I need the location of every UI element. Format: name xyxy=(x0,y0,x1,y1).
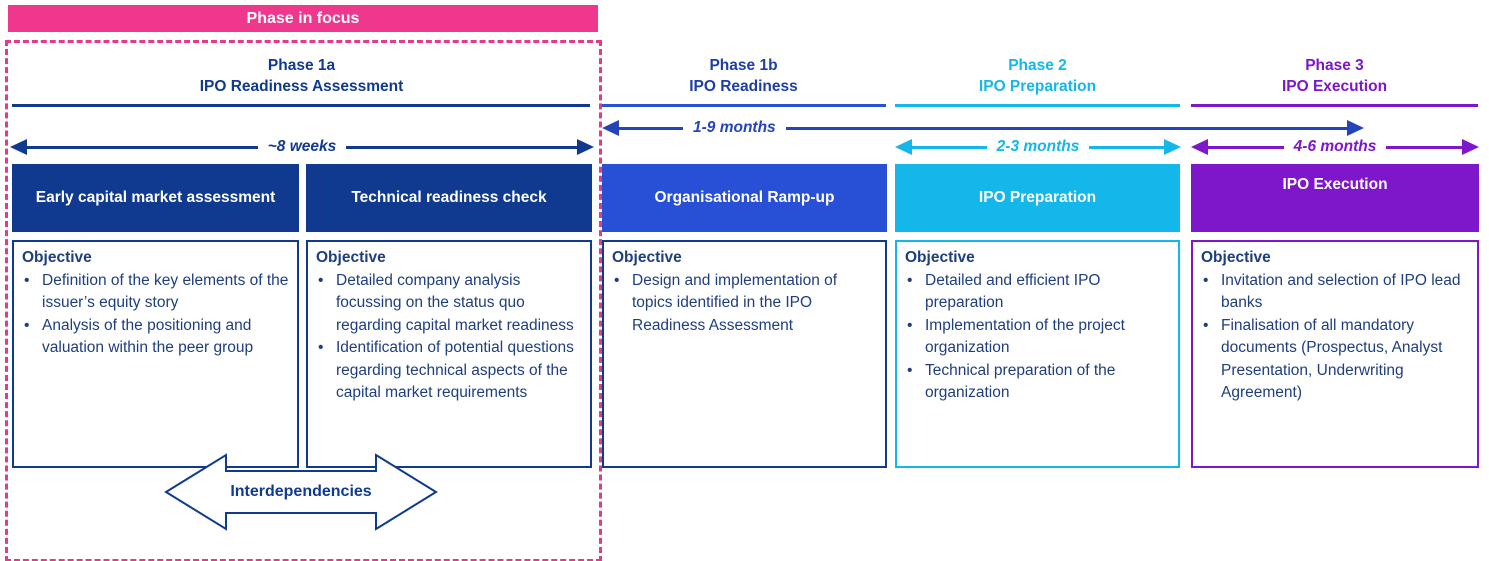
bullet-text: Detailed company analysis focussing on t… xyxy=(336,271,574,334)
objective-box-ipo-preparation: Objective Detailed and efficient IPO pre… xyxy=(895,240,1180,468)
interdependencies-label: Interdependencies xyxy=(230,483,372,500)
phase-2-underline xyxy=(895,104,1180,107)
objective-box-early-capital-market-assessment: Objective Definition of the key elements… xyxy=(12,240,299,468)
objective-heading: Objective xyxy=(612,249,682,266)
phase-1a-name: Phase 1a xyxy=(267,57,336,74)
phase-2-duration-label: 2-3 months xyxy=(996,138,1080,155)
interdependencies-arrow: Interdependencies xyxy=(164,453,438,531)
duration-line xyxy=(912,145,987,149)
workstream-header-label: IPO Execution xyxy=(1282,176,1388,193)
phase-2-title: Phase 2 IPO Preparation xyxy=(893,55,1182,97)
bullet-item: Technical preparation of the organizatio… xyxy=(905,360,1170,405)
duration-line xyxy=(1089,145,1164,149)
bullet-item: Definition of the key elements of the is… xyxy=(22,270,289,315)
arrowhead-right-icon xyxy=(1462,139,1479,155)
phase-1b-duration-arrow: 1-9 months xyxy=(602,119,1364,137)
arrowhead-left-icon xyxy=(1191,139,1208,155)
objective-box-technical-readiness-check: Objective Detailed company analysis focu… xyxy=(306,240,592,468)
phase-1a-underline xyxy=(12,104,590,107)
arrowhead-left-icon xyxy=(895,139,912,155)
phase-1b-subtitle: IPO Readiness xyxy=(689,78,798,95)
bullet-text: Technical preparation of the organizatio… xyxy=(925,361,1116,402)
objective-box-organisational-ramp-up: Objective Design and implementation of t… xyxy=(602,240,887,468)
bullet-text: Detailed and efficient IPO preparation xyxy=(925,271,1101,312)
phase-3-subtitle: IPO Execution xyxy=(1281,78,1388,95)
objective-heading: Objective xyxy=(905,249,975,266)
objective-heading: Objective xyxy=(1201,249,1271,266)
phase-1b-underline xyxy=(602,104,886,107)
phase-in-focus-label: Phase in focus xyxy=(246,9,360,27)
arrowhead-left-icon xyxy=(10,139,27,155)
phase-2-name: Phase 2 xyxy=(1008,57,1067,74)
phase-1b-name: Phase 1b xyxy=(709,57,778,74)
arrowhead-right-icon xyxy=(1347,120,1364,136)
workstream-header-label: Early capital market assessment xyxy=(35,189,276,206)
bullet-item: Identification of potential questions re… xyxy=(316,337,582,405)
duration-line xyxy=(619,126,683,130)
bullet-text: Definition of the key elements of the is… xyxy=(42,271,289,312)
duration-line xyxy=(27,145,258,149)
double-arrow-icon xyxy=(164,453,438,531)
workstream-header-label: Technical readiness check xyxy=(351,189,547,206)
phase-2-subtitle: IPO Preparation xyxy=(978,78,1097,95)
bullet-text: Identification of potential questions re… xyxy=(336,339,574,401)
bullet-item: Finalisation of all mandatory documents … xyxy=(1201,315,1469,405)
bullet-item: Implementation of the project organizati… xyxy=(905,315,1170,360)
workstream-header-ipo-execution: IPO Execution xyxy=(1191,164,1479,232)
bullet-item: Detailed and efficient IPO preparation xyxy=(905,270,1170,315)
workstream-header-label: Organisational Ramp-up xyxy=(654,189,835,206)
objective-box-ipo-execution: Objective Invitation and selection of IP… xyxy=(1191,240,1479,468)
phase-in-focus-banner: Phase in focus xyxy=(8,5,598,32)
objective-heading: Objective xyxy=(316,249,386,266)
phase-3-name: Phase 3 xyxy=(1305,57,1364,74)
bullet-item: Detailed company analysis focussing on t… xyxy=(316,270,582,338)
duration-line xyxy=(346,145,577,149)
phase-1a-title: Phase 1a IPO Readiness Assessment xyxy=(5,55,598,97)
bullet-item: Design and implementation of topics iden… xyxy=(612,270,877,338)
phase-2-duration-arrow: 2-3 months xyxy=(895,138,1181,156)
bullet-text: Analysis of the positioning and valuatio… xyxy=(42,316,254,357)
bullet-text: Invitation and selection of IPO lead ban… xyxy=(1221,271,1461,312)
objective-heading: Objective xyxy=(22,249,92,266)
duration-line xyxy=(1386,145,1462,149)
phase-3-title: Phase 3 IPO Execution xyxy=(1189,55,1480,97)
bullet-text: Finalisation of all mandatory documents … xyxy=(1221,316,1443,402)
workstream-header-early-capital-market-assessment: Early capital market assessment xyxy=(12,164,299,232)
phase-3-duration-arrow: 4-6 months xyxy=(1191,138,1479,156)
duration-line xyxy=(785,126,1347,130)
phase-1a-duration-label: ~8 weeks xyxy=(267,138,337,155)
phase-3-duration-label: 4-6 months xyxy=(1293,138,1377,155)
bullet-item: Analysis of the positioning and valuatio… xyxy=(22,315,289,360)
phase-1a-duration-arrow: ~8 weeks xyxy=(10,138,594,156)
phase-1a-subtitle: IPO Readiness Assessment xyxy=(199,78,404,95)
phase-1b-title: Phase 1b IPO Readiness xyxy=(600,55,887,97)
bullet-item: Invitation and selection of IPO lead ban… xyxy=(1201,270,1469,315)
workstream-header-technical-readiness-check: Technical readiness check xyxy=(306,164,592,232)
workstream-header-ipo-preparation: IPO Preparation xyxy=(895,164,1180,232)
workstream-header-label: IPO Preparation xyxy=(978,189,1097,206)
duration-line xyxy=(1208,145,1284,149)
workstream-header-organisational-ramp-up: Organisational Ramp-up xyxy=(602,164,887,232)
arrowhead-right-icon xyxy=(1164,139,1181,155)
arrowhead-left-icon xyxy=(602,120,619,136)
phase-1b-duration-label: 1-9 months xyxy=(693,119,776,136)
bullet-text: Implementation of the project organizati… xyxy=(925,316,1125,357)
arrowhead-right-icon xyxy=(577,139,594,155)
bullet-text: Design and implementation of topics iden… xyxy=(632,271,838,334)
phase-3-underline xyxy=(1191,104,1478,107)
